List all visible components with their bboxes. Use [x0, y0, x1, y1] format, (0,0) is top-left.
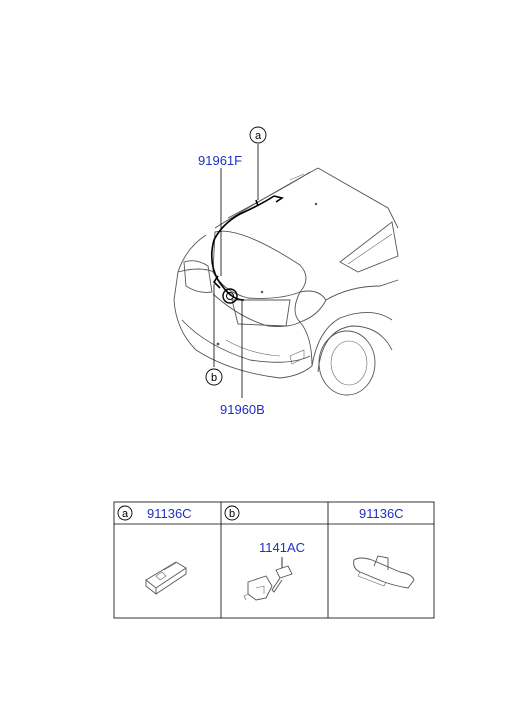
callout-letter-b: b — [211, 372, 217, 384]
car-body-outline — [173, 167, 399, 396]
parts-table: a 91136C b 91136C 1141AC — [113, 501, 435, 619]
callout-a: a — [249, 126, 267, 144]
table-part-1141ac[interactable]: 1141AC — [259, 540, 305, 555]
table-cell-b-header: b — [224, 505, 240, 521]
clip-91136c-c-drawing — [353, 555, 415, 589]
callout-b: b — [205, 368, 223, 386]
table-part-91136c-a[interactable]: 91136C — [147, 506, 192, 521]
table-part-91136c-c[interactable]: 91136C — [359, 506, 404, 521]
table-letter-b: b — [229, 508, 235, 520]
wiring-harness — [210, 195, 284, 304]
callout-letter-a: a — [255, 130, 262, 142]
leader-lines — [213, 144, 259, 398]
table-letter-a: a — [122, 508, 129, 520]
table-cell-a-header: a 91136C — [117, 505, 192, 521]
part-label-91960b[interactable]: 91960B — [220, 402, 265, 417]
part-label-91961f[interactable]: 91961F — [198, 153, 242, 168]
bolt-1141ac-drawing — [243, 557, 293, 601]
clip-91136c-drawing — [145, 561, 187, 595]
